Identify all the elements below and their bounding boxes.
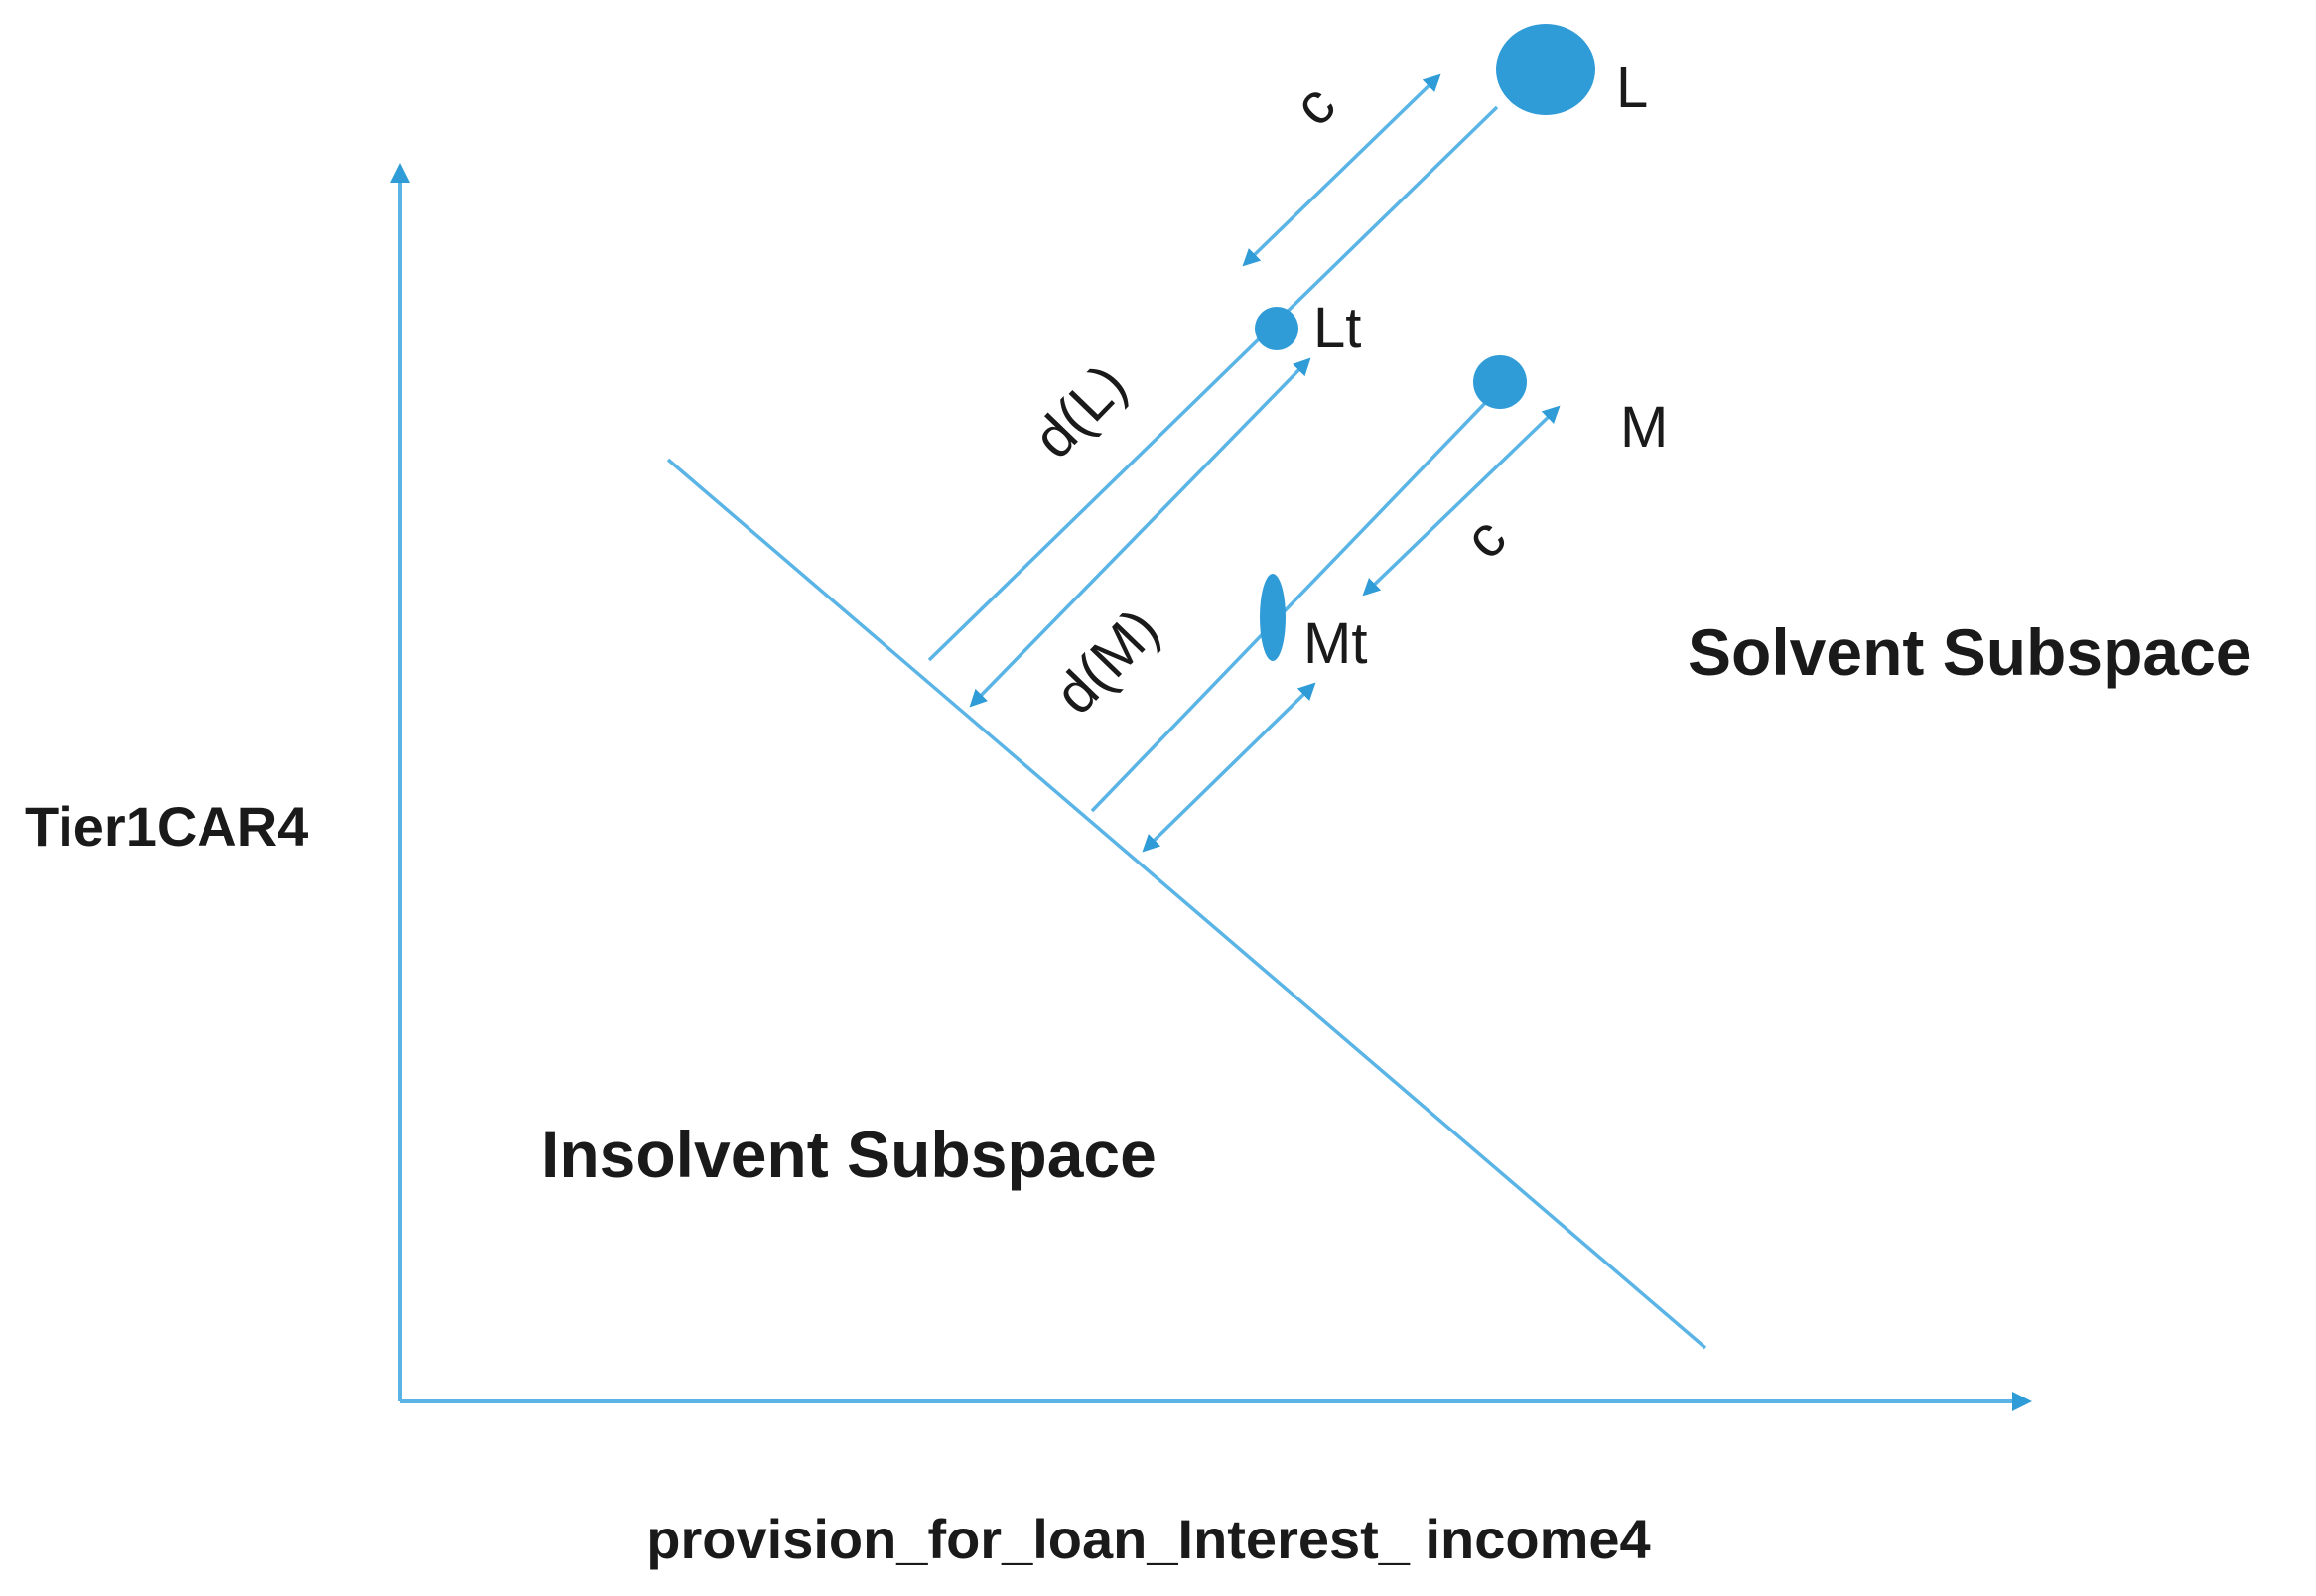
- d-m-arrow: [1142, 682, 1316, 853]
- point-l-marker: [1496, 24, 1595, 115]
- d-m-label: d(M): [1042, 597, 1171, 727]
- c-m-label: c: [1452, 505, 1518, 571]
- point-mt-label: Mt: [1303, 611, 1367, 676]
- d-l-label: d(L): [1022, 352, 1139, 470]
- point-l-label: L: [1616, 56, 1648, 120]
- x-axis-title: provision_for_loan_Interest_ income4: [646, 1508, 1650, 1570]
- y-axis-title: Tier1CAR4: [25, 795, 308, 858]
- insolvent-subspace-label: Insolvent Subspace: [541, 1118, 1157, 1191]
- c-m-arrow: [1362, 405, 1561, 597]
- solvency-boundary-line: [666, 458, 1707, 1350]
- c-l-label: c: [1282, 72, 1347, 138]
- point-m-marker: [1473, 355, 1527, 409]
- m-to-boundary-line: [1090, 397, 1491, 813]
- d-l-arrow: [969, 357, 1311, 708]
- l-to-boundary-line: [927, 105, 1499, 662]
- point-lt-label: Lt: [1313, 296, 1361, 360]
- point-mt-marker: [1260, 574, 1286, 661]
- point-m-label: M: [1620, 395, 1668, 460]
- c-l-arrow: [1242, 73, 1441, 267]
- point-lt-marker: [1255, 307, 1298, 350]
- solvent-subspace-label: Solvent Subspace: [1688, 615, 2252, 689]
